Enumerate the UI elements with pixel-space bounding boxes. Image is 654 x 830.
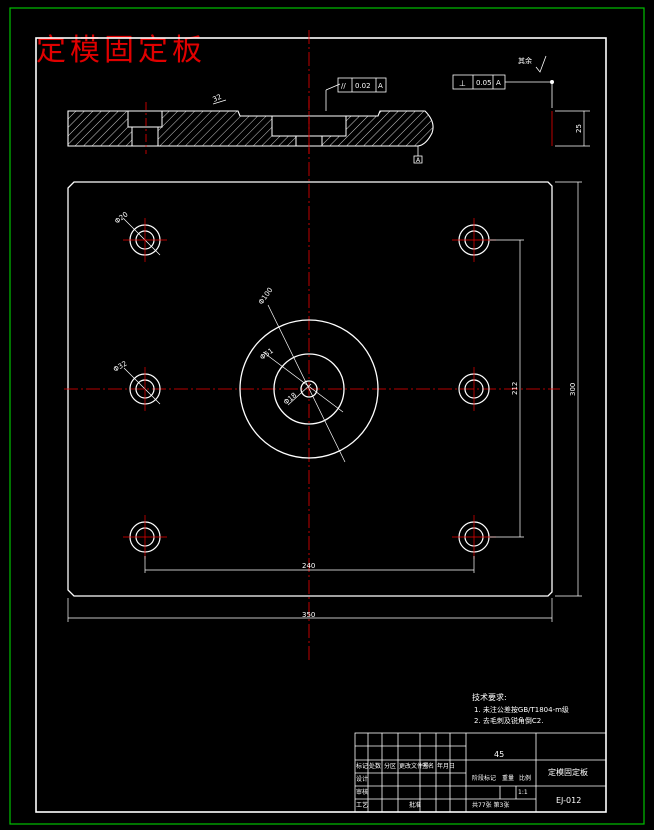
screw-hole-bottom-left — [123, 515, 167, 559]
width-total-dim: 350 — [302, 611, 315, 619]
section-view — [67, 83, 590, 164]
datum-letter: A — [416, 157, 421, 164]
material-text: 45 — [494, 750, 504, 759]
part-name-text: 定模固定板 — [548, 767, 588, 777]
title-block — [354, 732, 607, 813]
drawing-number-text: EJ-012 — [556, 796, 581, 805]
tb-scale-value: 1:1 — [518, 789, 528, 796]
perpendicularity-frame — [452, 74, 554, 108]
center-inner-dim: Φ18 — [282, 391, 298, 406]
hole-span-x-dim: 240 — [302, 562, 315, 570]
datum-box — [413, 155, 423, 164]
screw-hole-mid-left — [123, 367, 161, 411]
tb-approve-label: 批准 — [409, 802, 422, 809]
tech-req-item-2: 2. 去毛刺及锐角倒C2. — [474, 717, 544, 725]
tb-scale-label: 比例 — [519, 775, 532, 782]
thickness-dim: 25 — [575, 124, 583, 133]
section-counterbore-left — [127, 110, 163, 128]
center-hole-outer — [239, 319, 379, 459]
tech-req-heading: 技术要求: — [472, 693, 507, 702]
roughness-symbol — [535, 55, 547, 73]
tb-row-label-2: 设计 — [356, 776, 369, 783]
inner-frame-border — [35, 37, 607, 813]
tb-weight-label: 重量 — [502, 775, 515, 782]
tb-row-label-3: 审核 — [356, 789, 369, 796]
section-dim-label: 32 — [211, 93, 222, 104]
center-hole-mid — [273, 353, 345, 425]
screw-hole-mid-right — [458, 367, 490, 411]
tb-col-header-5: 年月日 — [437, 763, 456, 770]
section-bore-left — [131, 126, 159, 147]
hole-dia-b-dim: Φ32 — [112, 360, 128, 374]
perpendicularity-datum: A — [496, 79, 501, 87]
roughness-text: 其余 — [518, 56, 532, 65]
tb-col-header-1: 处数 — [369, 763, 382, 770]
parallelism-symbol: // — [341, 82, 346, 90]
tb-row-label-4: 工艺 — [356, 802, 369, 809]
hole-span-y-dim: 212 — [511, 382, 519, 395]
tb-sheet-info: 共77张 第3张 — [472, 802, 510, 809]
height-total-dim: 300 — [569, 383, 577, 396]
tb-row-label-1: 标记 — [356, 763, 369, 770]
screw-hole-top-left — [123, 218, 167, 262]
parallelism-value: 0.02 — [355, 82, 371, 90]
center-hole-inner — [300, 380, 318, 398]
center-outer-dim: Φ100 — [257, 286, 274, 306]
hole-dia-a-dim: Φ20 — [113, 210, 129, 225]
section-label-leader — [212, 99, 227, 105]
section-body — [67, 110, 434, 147]
drawing-title: 定模固定板 — [36, 33, 206, 68]
tb-col-header-3: 更改文件号 — [399, 763, 430, 770]
parallelism-frame — [337, 77, 387, 93]
parallelism-datum: A — [378, 82, 383, 90]
plate-outline — [67, 181, 553, 597]
center-inner-leader — [287, 383, 312, 406]
tb-stage-label: 阶段标记 — [472, 775, 497, 782]
center-mid-leader — [262, 351, 344, 413]
screw-hole-bottom-right — [452, 515, 496, 559]
tb-col-header-2: 分区 — [384, 763, 397, 770]
plan-view — [64, 30, 582, 662]
center-outer-leader — [267, 304, 346, 463]
perpendicularity-symbol: ⊥ — [459, 79, 466, 88]
perpendicularity-value: 0.05 — [476, 79, 492, 87]
tb-col-header-4: 签名 — [422, 763, 435, 770]
tech-req-item-1: 1. 未注公差按GB/T1804-m级 — [474, 706, 569, 714]
outer-sheet-border — [9, 7, 645, 825]
screw-hole-top-right — [452, 218, 496, 262]
